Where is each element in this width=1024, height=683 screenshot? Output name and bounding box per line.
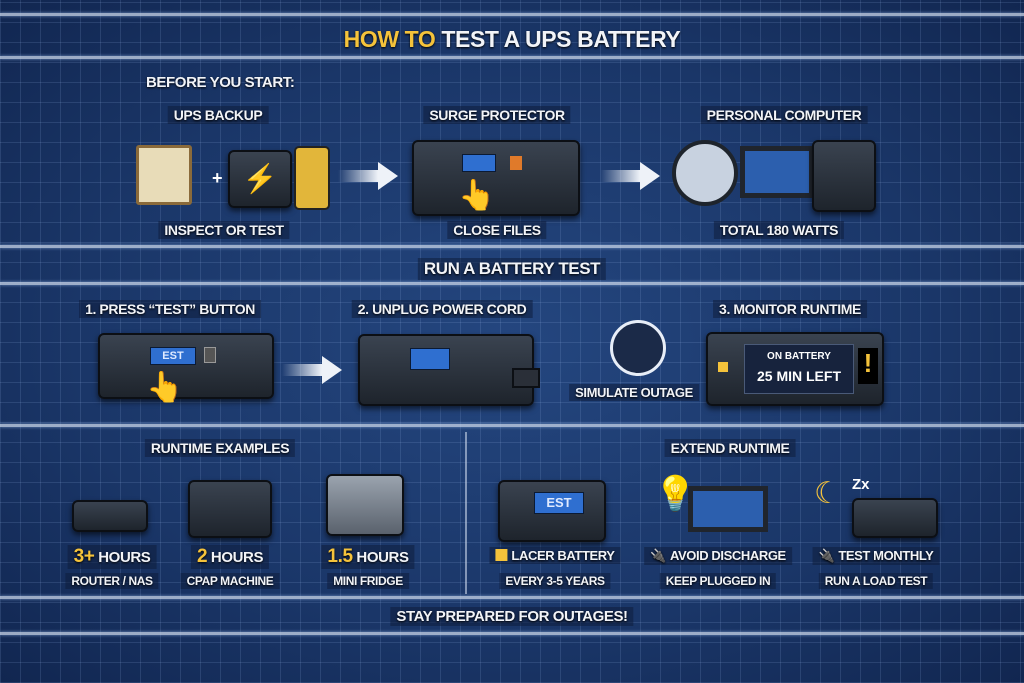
- runtime-router: 3+ HOURS: [67, 545, 157, 569]
- step-2-label: 2. UNPLUG POWER CORD: [351, 300, 533, 318]
- caption-close-files: CLOSE FILES: [447, 221, 547, 239]
- run-heading: RUN A BATTERY TEST: [417, 258, 607, 280]
- cpap-icon: [188, 480, 272, 538]
- router-icon: [72, 500, 148, 532]
- hand-pointer-icon: 👆: [458, 179, 496, 212]
- test-button[interactable]: [204, 347, 216, 363]
- tip-sub-plugged: KEEP PLUGGED IN: [659, 573, 777, 589]
- ups-screen: EST: [150, 347, 196, 365]
- divider: [0, 424, 1024, 427]
- arrow-icon: [338, 162, 398, 190]
- column-divider: [465, 432, 467, 594]
- tip-sub-load-test: RUN A LOAD TEST: [818, 573, 934, 589]
- moon-icon: ☾: [814, 477, 841, 510]
- caption-inspect: INSPECT OR TEST: [158, 221, 290, 239]
- multimeter-icon: [294, 146, 330, 210]
- divider: [0, 56, 1024, 59]
- runtime-cpap: 2 HOURS: [190, 545, 270, 569]
- warning-icon: !: [858, 348, 878, 384]
- clipboard-icon: [136, 145, 192, 205]
- device-cpap: CPAP MACHINE: [180, 573, 280, 589]
- clock-icon: [610, 320, 666, 376]
- plus-icon: +: [212, 168, 223, 188]
- tip-replace-battery: LACER BATTERY: [489, 547, 621, 564]
- battery-icon: [495, 549, 508, 561]
- load-tester-icon: [852, 498, 938, 538]
- arrow-icon: [282, 356, 342, 384]
- page-title: HOW TO TEST A UPS BATTERY: [338, 25, 687, 54]
- simulate-outage-note: SIMULATE OUTAGE: [569, 384, 699, 401]
- pc-tower-icon: [812, 140, 876, 212]
- battery-icon: ⚡: [228, 150, 292, 208]
- divider: [0, 13, 1024, 16]
- step-3-label: 3. MONITOR RUNTIME: [713, 300, 867, 318]
- ups-unplugged-device: [358, 334, 534, 406]
- mini-fridge-icon: [326, 474, 404, 536]
- runtime-heading: RUNTIME EXAMPLES: [144, 439, 296, 457]
- plug-icon: 🔌: [818, 548, 835, 563]
- fan-icon: [672, 140, 738, 206]
- divider: [0, 596, 1024, 599]
- caption-watts: TOTAL 180 WATTS: [713, 221, 845, 239]
- battery-tester-icon: EST: [498, 480, 606, 542]
- monitor-icon: [740, 146, 814, 198]
- tip-avoid-discharge: 🔌AVOID DISCHARGE: [644, 547, 792, 565]
- tip-sub-years: EVERY 3-5 YEARS: [499, 573, 611, 589]
- runtime-remaining: 25 MIN LEFT: [756, 368, 841, 384]
- before-label-ups: UPS BACKUP: [167, 106, 269, 124]
- ups-test-device: EST: [98, 333, 274, 399]
- before-label-pc: PERSONAL COMPUTER: [700, 106, 868, 124]
- divider: [0, 632, 1024, 635]
- arrow-icon: [600, 162, 660, 190]
- extend-heading: EXTEND RUNTIME: [664, 439, 796, 457]
- before-heading: BEFORE YOU START:: [146, 74, 295, 91]
- title-highlight: HOW TO: [343, 26, 436, 52]
- hand-pointer-icon: 👆: [146, 371, 184, 404]
- tip-test-monthly: 🔌TEST MONTHLY: [812, 547, 940, 565]
- power-plug-icon: [512, 368, 540, 388]
- divider: [0, 282, 1024, 285]
- divider: [0, 245, 1024, 248]
- step-1-label: 1. PRESS “TEST” BUTTON: [79, 300, 261, 318]
- footer-message: STAY PREPARED FOR OUTAGES!: [390, 607, 634, 626]
- sleep-zz-icon: Zx: [852, 476, 870, 493]
- title-rest: TEST A UPS BATTERY: [441, 26, 681, 52]
- plug-icon: 🔌: [650, 548, 666, 563]
- ups-runtime-display: ON BATTERY 25 MIN LEFT !: [706, 332, 884, 406]
- laptop-icon: [688, 486, 768, 532]
- status-on-battery: ON BATTERY: [767, 351, 831, 362]
- runtime-fridge: 1.5 HOURS: [321, 545, 415, 569]
- device-router: ROUTER / NAS: [65, 573, 159, 589]
- surge-protector-icon: [412, 140, 580, 216]
- device-fridge: MINI FRIDGE: [327, 573, 409, 589]
- before-label-surge: SURGE PROTECTOR: [423, 106, 571, 124]
